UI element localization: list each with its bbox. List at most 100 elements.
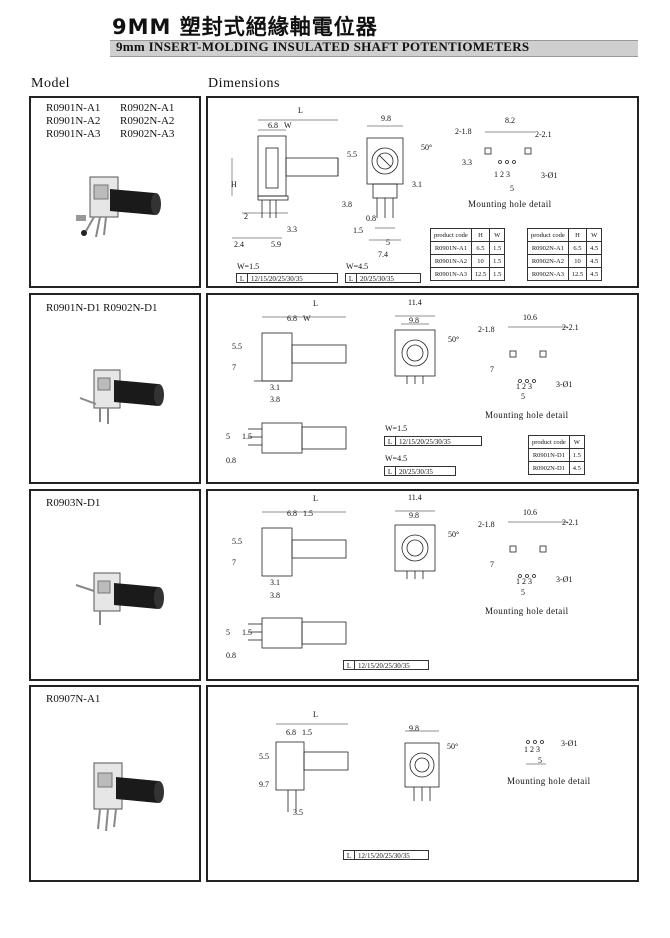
dim-label: 3.8 [270, 591, 280, 600]
dim-label: 1.5 [242, 628, 252, 637]
mounting-hole-label: Mounting hole detail [485, 606, 569, 616]
front-view-drawing [394, 510, 436, 579]
dim-label: 11.4 [408, 298, 422, 307]
dim-label-L: L [298, 106, 303, 115]
dim-label: 3.8 [342, 200, 352, 209]
w-label: W=4.5 [346, 262, 369, 271]
dim-label: 3.8 [270, 395, 280, 404]
mounting-hole-label: Mounting hole detail [468, 199, 552, 209]
side-view-drawing [248, 511, 347, 649]
dim-label: 5.5 [232, 342, 242, 351]
page-title-chinese: 9MM 塑封式絕緣軸電位器 [112, 15, 378, 39]
dim-label: 5 [538, 756, 542, 765]
dim-label: 3-Ø1 [561, 739, 578, 748]
mounting-hole-label: Mounting hole detail [507, 776, 591, 786]
dim-label: 3-Ø1 [541, 171, 558, 180]
model-panel-a [29, 96, 201, 288]
potentiometer-photo [76, 176, 161, 238]
dimensions-column-header: Dimensions [208, 76, 280, 91]
dim-label: 3-Ø1 [556, 380, 573, 389]
model-list-d1: R0901N-D1 R0902N-D1 [46, 302, 158, 314]
dim-label: 3.3 [287, 225, 297, 234]
dim-label: W [303, 314, 311, 323]
dim-label: 50° [448, 335, 460, 344]
dim-label: 1.5 [303, 509, 313, 518]
dim-label: 9.8 [381, 114, 391, 123]
dimension-panel-a [206, 96, 639, 288]
dim-label: 2-1.8 [455, 127, 472, 136]
dimension-panel-d1 [206, 293, 639, 484]
w-label: W=4.5 [385, 454, 408, 463]
mounting-hole-drawing [508, 521, 568, 578]
dim-label: 3.3 [462, 158, 472, 167]
dim-label: W [284, 121, 292, 130]
mounting-hole-drawing [526, 740, 546, 765]
potentiometer-photo [93, 762, 164, 832]
potentiometer-photo [75, 572, 164, 625]
dim-label: 2-1.8 [478, 520, 495, 529]
side-view-drawing [275, 723, 349, 812]
dim-label: 5.5 [259, 752, 269, 761]
dim-label: 9.8 [409, 724, 419, 733]
page-title-english: 9mm INSERT-MOLDING INSULATED SHAFT POTEN… [116, 39, 530, 54]
dim-label: 5.5 [347, 150, 357, 159]
dim-label: 3.1 [270, 383, 280, 392]
dim-label: 50° [447, 742, 459, 751]
dim-label: 7.4 [378, 250, 388, 259]
model-list-a1: R0907N-A1 [46, 693, 101, 705]
dim-label: 1 2 3 [516, 577, 532, 586]
model-list-d1-b: R0903N-D1 [46, 497, 101, 509]
dim-label: 10.6 [523, 508, 537, 517]
dim-label: 50° [448, 530, 460, 539]
potentiometer-photo [79, 369, 164, 424]
dim-label-L: L [313, 710, 318, 719]
front-view-drawing [366, 125, 404, 241]
dim-label: 7 [490, 365, 494, 374]
dim-label: 2-2.1 [562, 323, 579, 332]
dim-label: 1.5 [353, 226, 363, 235]
dim-label: 5.5 [232, 537, 242, 546]
dim-label: 5 [521, 588, 525, 597]
dim-label-L: L [313, 494, 318, 503]
dim-label: 1.5 [302, 728, 312, 737]
dim-label: 5 [521, 392, 525, 401]
dim-label: 5 [386, 238, 390, 247]
dim-label: 7 [490, 560, 494, 569]
dim-label: 3.1 [412, 180, 422, 189]
dim-label: 2-2.1 [562, 518, 579, 527]
dim-label: 1 2 3 [524, 745, 540, 754]
dim-label: 5.9 [271, 240, 281, 249]
dim-label: 10.6 [523, 313, 537, 322]
mounting-hole-drawing [484, 131, 535, 164]
model-panel-a1 [29, 685, 201, 882]
dim-label: 2.4 [234, 240, 244, 249]
dim-label: 6.8 [287, 314, 297, 323]
dim-label: 9.8 [409, 511, 419, 520]
side-view-drawing [248, 316, 347, 454]
dim-label-L: L [313, 299, 318, 308]
dim-label: 1 2 3 [494, 170, 510, 179]
dim-label: 2-1.8 [478, 325, 495, 334]
dimension-panel-d1-b [206, 489, 639, 681]
dim-label: 50° [421, 143, 433, 152]
front-view-drawing [404, 730, 440, 801]
model-panel-d1-b [29, 489, 201, 681]
dim-label: 6.8 [287, 509, 297, 518]
dim-label: 3.5 [293, 808, 303, 817]
dim-label: 2-2.1 [535, 130, 552, 139]
dim-label: 1 2 3 [516, 382, 532, 391]
dim-label: 8.2 [505, 116, 515, 125]
dim-label: 0.8 [226, 456, 236, 465]
dim-label: 0.8 [366, 214, 376, 223]
dim-label: 5 [510, 184, 514, 193]
dim-label: 9.7 [259, 780, 269, 789]
